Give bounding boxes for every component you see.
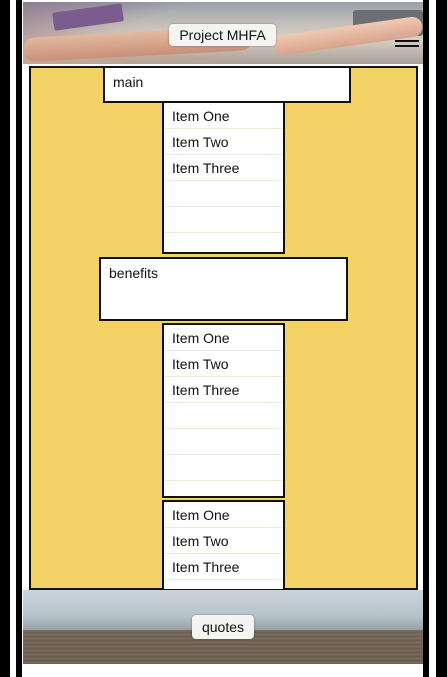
- list-item[interactable]: Item One: [164, 502, 283, 528]
- list-item[interactable]: Item One: [164, 325, 283, 351]
- section-benefits-label: benefits: [109, 265, 159, 281]
- list-item[interactable]: [164, 429, 283, 455]
- list-item[interactable]: Item Two: [164, 351, 283, 377]
- section-main-box: main: [103, 66, 351, 103]
- section-main-label: main: [113, 74, 144, 90]
- list-benefits: Item One Item Two Item Three: [162, 323, 285, 498]
- list-third: Item One Item Two Item Three: [162, 500, 285, 591]
- list-item[interactable]: [164, 207, 283, 233]
- list-item[interactable]: Item One: [164, 103, 283, 129]
- list-item[interactable]: [164, 455, 283, 481]
- list-item[interactable]: Item Three: [164, 554, 283, 580]
- list-item[interactable]: Item Three: [164, 377, 283, 403]
- right-border-inner: [423, 0, 429, 677]
- section-benefits-box: benefits: [99, 257, 348, 321]
- hamburger-icon[interactable]: [395, 40, 419, 50]
- page-title[interactable]: Project MHFA: [169, 24, 276, 46]
- left-border-outer: [0, 0, 10, 677]
- list-main: Item One Item Two Item Three: [162, 101, 285, 254]
- list-item[interactable]: Item Two: [164, 528, 283, 554]
- list-item[interactable]: Item Three: [164, 155, 283, 181]
- list-item[interactable]: [164, 403, 283, 429]
- left-border-inner: [16, 0, 22, 677]
- list-item[interactable]: Item Two: [164, 129, 283, 155]
- right-border-outer: [436, 0, 447, 677]
- quotes-button[interactable]: quotes: [192, 615, 254, 639]
- list-item[interactable]: [164, 181, 283, 207]
